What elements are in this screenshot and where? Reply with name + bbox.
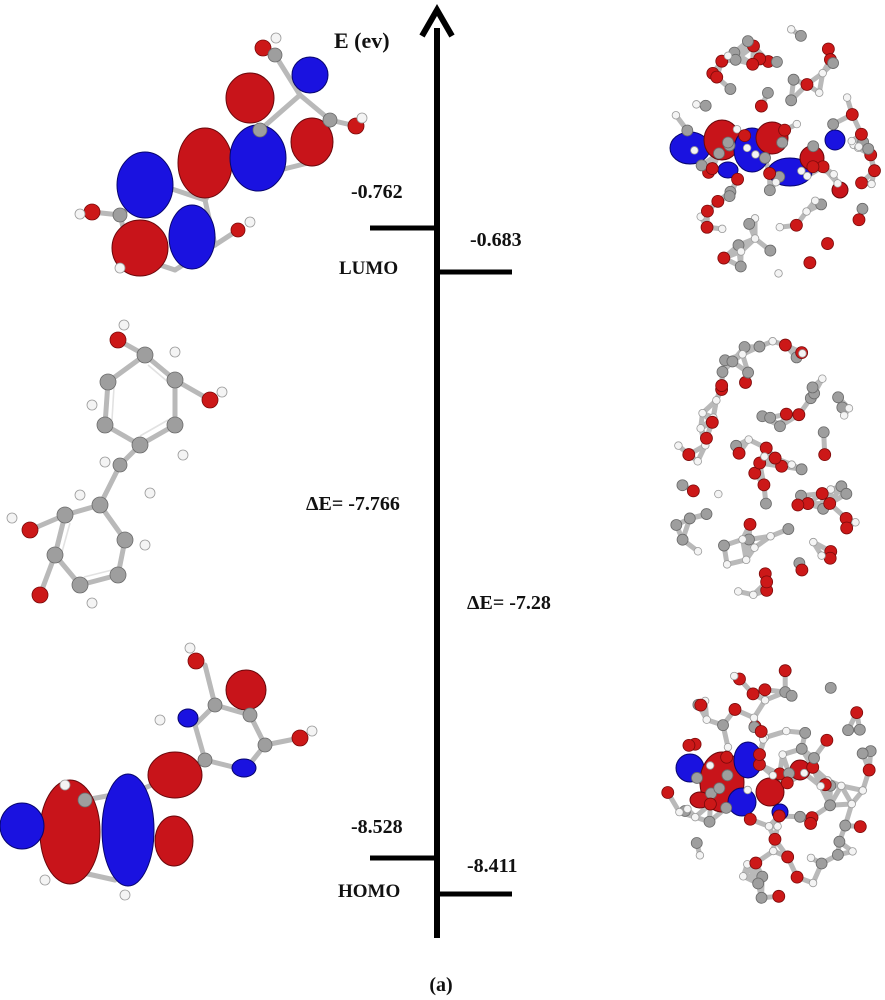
molecule-atoms xyxy=(39,642,318,901)
right-complex-structure xyxy=(670,337,860,600)
right-homo-value: -8.411 xyxy=(467,855,518,877)
right-lumo-complex xyxy=(669,25,881,278)
left-lumo-orbital xyxy=(74,32,368,277)
cluster-atoms xyxy=(661,664,877,904)
right-lumo-value: -0.683 xyxy=(470,229,522,251)
molecule-atoms xyxy=(74,32,368,274)
left-lumo-value: -0.762 xyxy=(351,181,403,203)
orbital-lobes xyxy=(669,119,849,199)
left-molecule-structure xyxy=(6,319,228,609)
right-gap-label: ΔE= -7.28 xyxy=(467,592,551,614)
cluster-atoms xyxy=(671,25,881,278)
molecule-atoms xyxy=(6,319,228,609)
axis-title: E (ev) xyxy=(334,28,390,53)
left-homo-orbital xyxy=(0,642,318,901)
axis-arrowhead-icon xyxy=(419,3,455,38)
cluster-atoms xyxy=(670,337,860,600)
left-gap-label: ΔE= -7.766 xyxy=(306,493,400,515)
lumo-label: LUMO xyxy=(339,258,398,279)
left-homo-value: -8.528 xyxy=(351,816,403,838)
energy-axis xyxy=(419,3,455,938)
right-homo-complex xyxy=(661,664,877,904)
homo-label: HOMO xyxy=(338,881,400,902)
figure-caption: (a) xyxy=(429,974,452,996)
